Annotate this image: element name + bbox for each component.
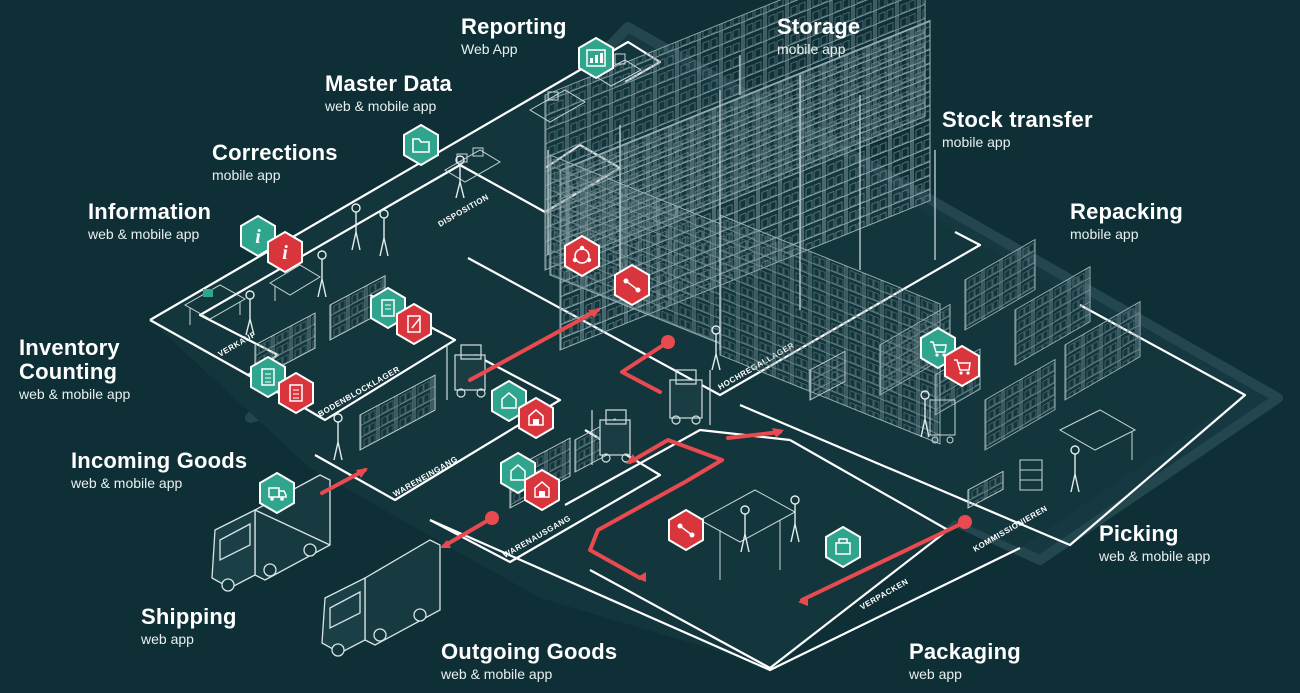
label-corrections: Corrections mobile app	[212, 140, 338, 183]
svg-text:i: i	[255, 226, 261, 248]
route-to-repacking	[726, 430, 782, 440]
label-inventory-title-2: Counting	[19, 359, 118, 384]
label-shipping-subtitle: web app	[141, 631, 194, 647]
repacking-red-icon[interactable]	[944, 344, 980, 388]
label-inventory-title-1: Inventory	[19, 335, 120, 360]
route-to-outgoing	[628, 438, 724, 464]
inventory-red-icon[interactable]	[278, 371, 314, 415]
label-reporting-subtitle: Web App	[461, 41, 518, 57]
lower-floor-outline	[429, 518, 1021, 672]
verpacken-zone-outline	[589, 439, 950, 670]
label-incoming-goods-title: Incoming Goods	[71, 448, 248, 473]
label-packaging-title: Packaging	[909, 639, 1021, 664]
route-shipping	[442, 516, 494, 548]
label-repacking-subtitle: mobile app	[1070, 226, 1139, 242]
label-information-title: Information	[88, 199, 212, 224]
mid-divider-line	[564, 428, 791, 506]
warehouse-floor	[150, 42, 1245, 668]
route-to-storage	[468, 308, 600, 382]
label-picking-title: Picking	[1099, 521, 1179, 546]
packaging-teal-icon[interactable]	[825, 525, 861, 569]
label-corrections-title: Corrections	[212, 140, 338, 165]
corrections-red-icon[interactable]	[396, 302, 432, 346]
label-incoming-goods: Incoming Goods web & mobile app	[71, 448, 248, 491]
label-inventory-counting: Inventory Counting web & mobile app	[19, 335, 131, 402]
incoming-truck-icon[interactable]	[259, 471, 295, 515]
label-storage-subtitle: mobile app	[777, 41, 846, 57]
route-endpoints	[356, 309, 972, 606]
label-corrections-subtitle: mobile app	[212, 167, 281, 183]
route-packaging-loop	[588, 458, 724, 580]
label-information-subtitle: web & mobile app	[88, 226, 200, 242]
route-picking-packaging	[800, 520, 967, 602]
stock-transfer-icon[interactable]	[614, 263, 650, 307]
label-stock-transfer: Stock transfer mobile app	[942, 107, 1093, 150]
label-storage-title: Storage	[777, 14, 861, 39]
kommissionieren-zone-outline	[739, 304, 1247, 547]
label-picking: Picking web & mobile app	[1099, 521, 1211, 564]
label-stock-transfer-subtitle: mobile app	[942, 134, 1011, 150]
label-shipping: Shipping web app	[141, 604, 237, 647]
workers	[245, 155, 1080, 553]
label-shipping-title: Shipping	[141, 604, 237, 629]
label-reporting-title: Reporting	[461, 14, 567, 39]
label-packaging-subtitle: web app	[909, 666, 962, 682]
label-master-data: Master Data web & mobile app	[325, 71, 452, 114]
packaging-red-icon[interactable]	[668, 508, 704, 552]
route-from-storage	[620, 340, 670, 394]
label-master-data-title: Master Data	[325, 71, 452, 96]
label-incoming-goods-subtitle: web & mobile app	[71, 475, 183, 491]
incoming-teal-icon[interactable]	[491, 379, 527, 423]
reporting-icon[interactable]	[578, 36, 614, 80]
label-stock-transfer-title: Stock transfer	[942, 107, 1093, 132]
label-storage: Storage mobile app	[777, 14, 861, 57]
label-packaging: Packaging web app	[909, 639, 1021, 682]
label-outgoing-goods-subtitle: web & mobile app	[441, 666, 553, 682]
svg-text:i: i	[282, 242, 288, 264]
inventory-teal-icon[interactable]	[250, 355, 286, 399]
storage-icon[interactable]	[564, 234, 600, 278]
label-inventory-subtitle: web & mobile app	[19, 386, 131, 402]
label-picking-subtitle: web & mobile app	[1099, 548, 1211, 564]
incoming-red-icon[interactable]	[518, 396, 554, 440]
label-reporting: Reporting Web App	[461, 14, 567, 57]
label-outgoing-goods-title: Outgoing Goods	[441, 639, 618, 664]
label-repacking: Repacking mobile app	[1070, 199, 1184, 242]
information-teal-icon[interactable]: i	[240, 214, 276, 258]
outgoing-red-icon[interactable]	[524, 468, 560, 512]
label-outgoing-goods: Outgoing Goods web & mobile app	[441, 639, 618, 682]
material-flow-routes	[320, 308, 967, 602]
information-red-icon[interactable]: i	[267, 230, 303, 274]
label-master-data-subtitle: web & mobile app	[325, 98, 437, 114]
label-information: Information web & mobile app	[88, 199, 212, 242]
label-repacking-title: Repacking	[1070, 199, 1184, 224]
master-data-icon[interactable]	[403, 123, 439, 167]
outgoing-truck	[321, 539, 441, 657]
route-incoming	[320, 468, 367, 495]
